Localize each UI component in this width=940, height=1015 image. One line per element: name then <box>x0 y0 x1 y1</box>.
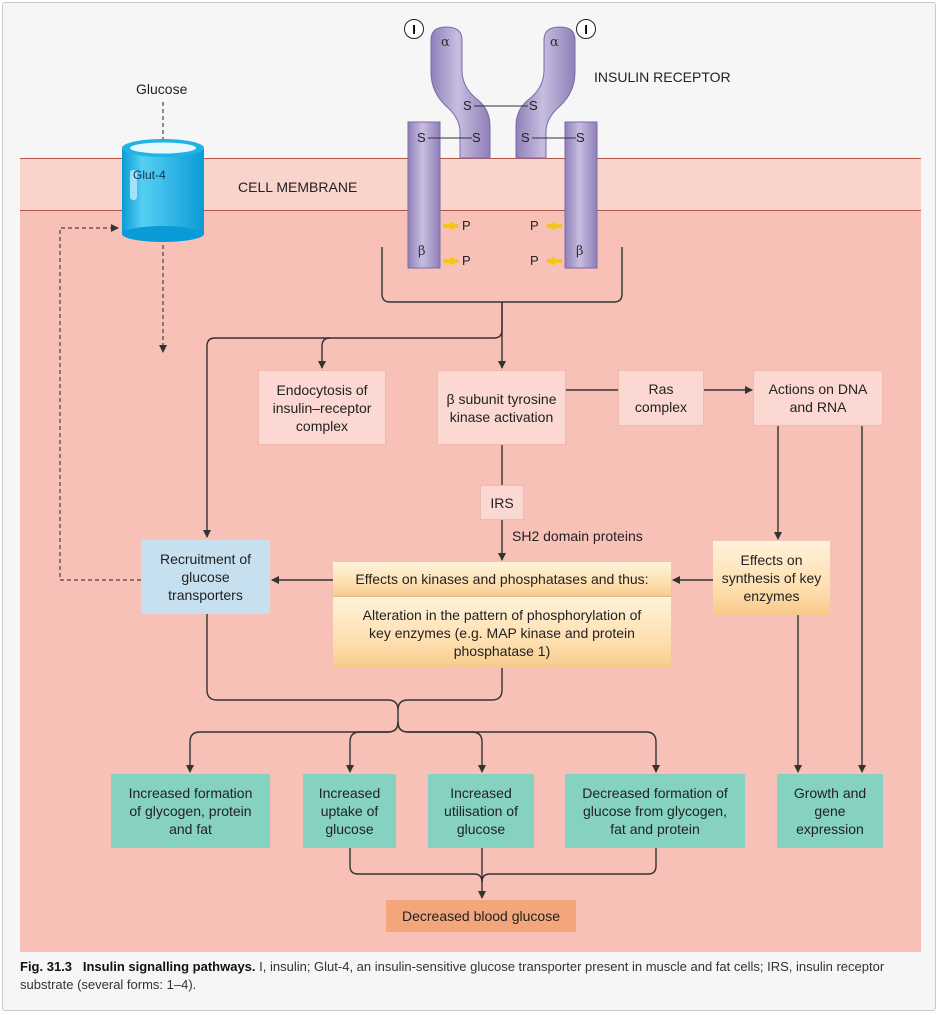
beta-subunit-box: β subunit tyrosine kinase activation <box>437 370 566 445</box>
caption-fig-label: Fig. 31.3 <box>20 959 73 974</box>
glut4-transporter <box>122 139 204 242</box>
insulin-symbol-left: I <box>404 19 424 39</box>
glycogen-outcome-box: Increased formation of glycogen, protein… <box>111 774 270 848</box>
insulin-receptor <box>407 26 598 269</box>
beta-label-right: β <box>576 244 584 259</box>
link-recruitment-merge <box>206 614 399 711</box>
utilisation-outcome-box: Increased utilisation of glucose <box>428 774 534 848</box>
insulin-symbol-right: I <box>576 19 596 39</box>
effects-synthesis-box: Effects on synthesis of key enzymes <box>713 541 830 615</box>
link-decreased-to-blood <box>481 848 657 883</box>
beta-label-left: β <box>418 244 426 259</box>
effects-kinases-box: Effects on kinases and phosphatases and … <box>333 562 671 597</box>
sh2-label: SH2 domain proteins <box>512 528 643 544</box>
endocytosis-box: Endocytosis of insulin–receptor complex <box>258 370 386 445</box>
phosphate-label: P <box>530 253 539 268</box>
phosphate-label: P <box>462 253 471 268</box>
link-uptake-to-blood <box>349 848 483 883</box>
figure-caption: Fig. 31.3 Insulin signalling pathways. I… <box>20 958 920 994</box>
arrow-to-utilisation <box>397 721 486 773</box>
actions-dna-box: Actions on DNA and RNA <box>753 370 883 426</box>
arrow-to-endocytosis <box>318 337 331 369</box>
sulfur-label: S <box>529 98 538 113</box>
glut4-label: Glut-4 <box>133 168 166 182</box>
sulfur-label: S <box>576 130 585 145</box>
growth-outcome-box: Growth and gene expression <box>777 774 883 848</box>
phosphate-label: P <box>462 218 471 233</box>
alpha-label-right: α <box>550 35 559 50</box>
arrow-to-uptake <box>346 721 399 773</box>
alpha-label-left: α <box>441 35 450 50</box>
phosphate-label: P <box>530 218 539 233</box>
caption-title: Insulin signalling pathways. <box>82 959 256 974</box>
irs-box: IRS <box>480 485 524 520</box>
arrow-to-glycogen <box>186 721 399 773</box>
sulfur-label: S <box>521 130 530 145</box>
ras-complex-box: Ras complex <box>618 370 704 426</box>
blood-glucose-box: Decreased blood glucose <box>386 900 576 932</box>
link-alteration-merge <box>397 668 503 722</box>
recruitment-feedback-arrow <box>59 224 141 581</box>
caption-text: I, insulin; Glut-4, an insulin-sensitive… <box>20 959 885 992</box>
sulfur-label: S <box>472 130 481 145</box>
sulfur-label: S <box>417 130 426 145</box>
cell-membrane-label: CELL MEMBRANE <box>238 179 358 195</box>
alteration-box: Alteration in the pattern of phosphoryla… <box>333 597 671 668</box>
recruitment-box: Recruitment of glucose transporters <box>141 540 270 614</box>
decreased-formation-outcome-box: Decreased formation of glucose from glyc… <box>565 774 745 848</box>
insulin-receptor-label: INSULIN RECEPTOR <box>594 69 731 85</box>
uptake-outcome-box: Increased uptake of glucose <box>303 774 396 848</box>
glucose-label: Glucose <box>136 81 188 97</box>
sulfur-label: S <box>463 98 472 113</box>
arrow-to-decreased-formation <box>397 721 660 773</box>
